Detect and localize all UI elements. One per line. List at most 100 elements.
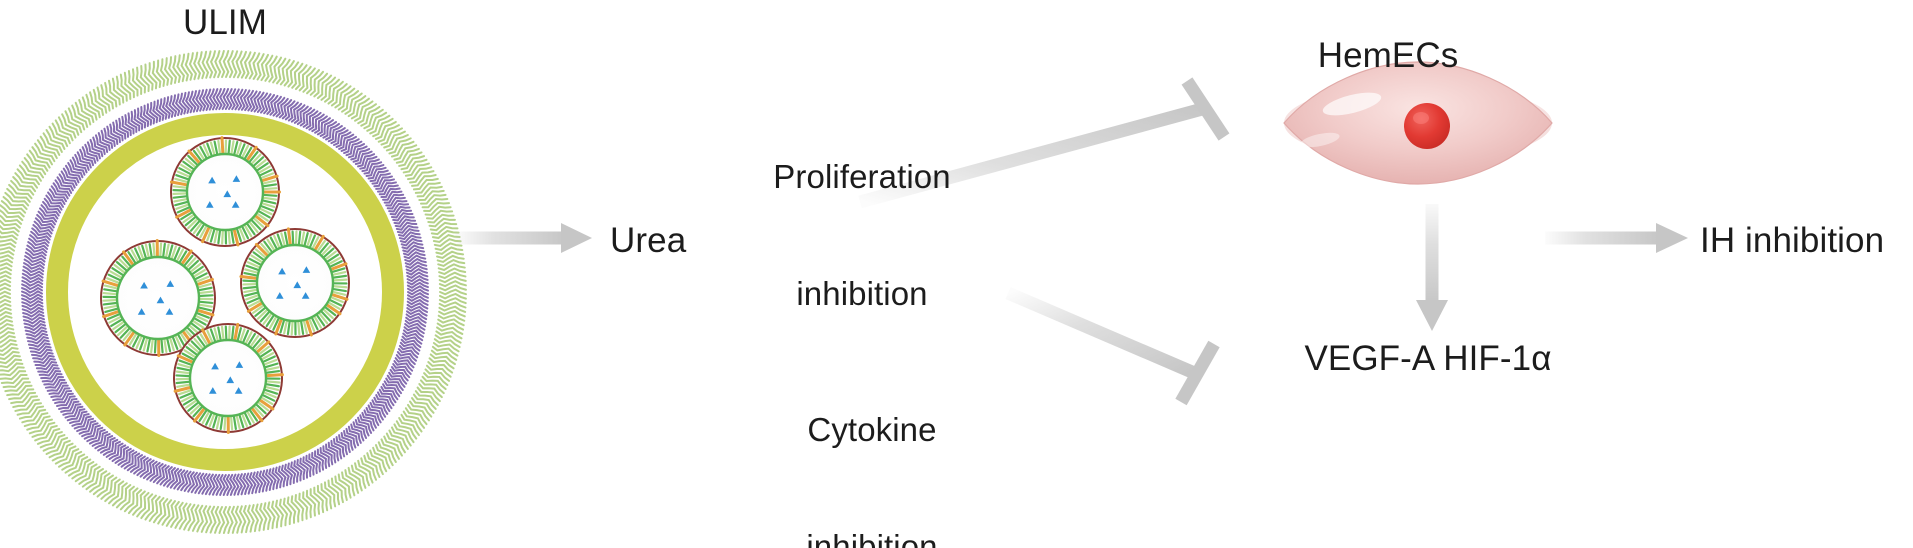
vesicle-lipid-spike <box>113 263 127 275</box>
vesicle-lipid-spike <box>331 287 347 293</box>
vesicle-lipid-spike <box>262 391 277 399</box>
vesicle-cargo-particle <box>223 190 232 198</box>
vesicle-lipid-spike <box>184 215 198 227</box>
vesicle-lipid-spike <box>208 412 216 428</box>
vesicle-cargo-particle <box>232 175 241 182</box>
vesicle-lipid-spike <box>108 315 123 324</box>
vesicle-lipid-spike <box>107 273 123 282</box>
vesicle-lipid-spike <box>318 242 329 255</box>
vesicle-surface-marker <box>304 316 313 337</box>
vesicle-lipid-spike <box>180 210 194 221</box>
vesicle-lipid-spike <box>198 408 209 423</box>
vesicle-lipid-spike <box>224 325 228 342</box>
vesicle-lipid-spike <box>217 139 222 156</box>
vesicle-lipid-spike <box>104 307 120 314</box>
vesicle-lipid-spike <box>250 153 262 166</box>
vesicle-surface-marker <box>201 328 213 347</box>
vesicle-lipid-spike <box>182 160 196 171</box>
vesicle-lipid-spike <box>305 233 313 249</box>
vesicle-lipid-spike <box>263 362 279 369</box>
vesicle-lipid-spike <box>258 207 273 216</box>
vesicle-lipid-spike <box>182 396 197 406</box>
vesicle-lipid-spike <box>251 216 265 228</box>
nucleus-highlight <box>1413 112 1429 124</box>
vesicle-lipid-spike <box>235 227 243 243</box>
vesicle-lipid-spike <box>206 142 214 158</box>
vesicle-right <box>239 227 350 338</box>
arrow-liposome-to-urea <box>455 223 592 253</box>
vesicle-lipid-spike <box>297 230 302 247</box>
vesicle-lipid-spike <box>188 343 201 355</box>
vesicle-lipid-spike <box>209 328 217 344</box>
vesicle-lipid-spike <box>159 242 163 259</box>
vesicle-lipid-spike <box>180 163 194 174</box>
vesicle-lipid-spike <box>244 331 253 346</box>
vesicle-lipid-spike <box>331 285 348 289</box>
vesicle-lipid-spike <box>193 337 205 351</box>
vesicle-lipid-spike <box>311 236 320 251</box>
vesicle-surface-marker <box>176 354 196 365</box>
vesicle-lipid-spike <box>251 337 263 350</box>
vesicle-cargo-particle <box>140 281 148 289</box>
vesicle-lipid-spike <box>229 414 234 431</box>
vesicle-lipid-spike <box>196 282 212 289</box>
vesicle-surface-marker <box>102 309 122 319</box>
vesicle-lipid-spike <box>192 405 204 418</box>
vesicle-lipid-spike <box>114 322 128 334</box>
vesicle-surface-marker <box>220 136 225 157</box>
vesicle-lipid-spike <box>243 223 253 238</box>
vesicle-lipid-spike <box>230 228 235 244</box>
vesicle-lipid-spike <box>153 337 157 354</box>
vesicle-lipid-spike <box>103 304 119 310</box>
arrow-to-ih-inhibition <box>1545 223 1688 253</box>
vesicle-lipid-spike <box>315 239 326 254</box>
vesicle-lipid-spike <box>175 203 191 210</box>
vesicle-lipid-spike <box>150 337 154 354</box>
vesicle-lipid-spike <box>212 413 219 429</box>
vesicle-lipid-spike <box>328 260 343 269</box>
vesicle-lipid-spike <box>206 329 214 345</box>
vesicle-lipid-spike <box>326 300 341 310</box>
vesicle-lipid-spike <box>189 403 202 415</box>
vesicle-surface-marker <box>123 329 137 347</box>
vesicle-lipid-spike <box>238 143 246 158</box>
vesicle-surface-marker <box>274 316 284 336</box>
vesicle-lipid-spike <box>102 298 119 302</box>
vesicle-lipid-spike <box>197 290 214 295</box>
vesicle-lipid-spike <box>250 254 264 264</box>
vesicle-lipid-spike <box>118 258 131 271</box>
vesicle-lipid-spike <box>256 308 269 320</box>
vesicle-lipid-spike <box>165 336 172 353</box>
vesicle-lipid-spike <box>213 228 219 244</box>
vesicle-lipid-spike <box>324 250 337 261</box>
vesicle-lipid-spike <box>238 413 245 429</box>
vesicle-cargo-particle <box>234 387 243 394</box>
vesicle-cargo-particle <box>156 296 165 304</box>
vesicle-lipid-spike <box>175 374 192 378</box>
vesicle-lipid-spike <box>188 262 202 274</box>
vesicle-lipid-spike <box>250 218 262 231</box>
vesicle-lipid-spike <box>330 267 346 274</box>
vesicle-surface-marker <box>249 405 264 423</box>
vesicle-surface-marker <box>246 300 265 313</box>
vesicle-lipid-spike <box>273 234 281 250</box>
vesicle-cargo-particle <box>137 308 146 315</box>
vesicle-lipid-spike <box>249 335 260 349</box>
vesicle-cargo-particle <box>165 308 174 315</box>
vesicle-lipid-spike <box>184 257 197 270</box>
vesicle-lipid-spike <box>272 316 281 331</box>
vesicle-lipid-spike <box>227 228 231 245</box>
vesicle-lipid-spike <box>320 244 332 257</box>
vesicle-lipid-spike <box>167 244 174 260</box>
vesicle-cargo-particle <box>293 281 302 289</box>
vesicle-lipid-spike <box>152 242 156 259</box>
vesicle-lipid-spike <box>184 398 199 409</box>
vesicle-cargo-particle <box>278 267 286 275</box>
vesicle-lipid-spike <box>235 413 241 430</box>
vesicle-lipid-spike <box>177 363 193 369</box>
vesicle-lipid-spike <box>194 275 210 284</box>
vesicle-surface-marker <box>194 308 215 317</box>
vesicle-lipid-spike <box>283 231 289 247</box>
vesicle-lipid-spike <box>174 177 190 184</box>
vesicle-lipid-spike <box>262 358 278 366</box>
